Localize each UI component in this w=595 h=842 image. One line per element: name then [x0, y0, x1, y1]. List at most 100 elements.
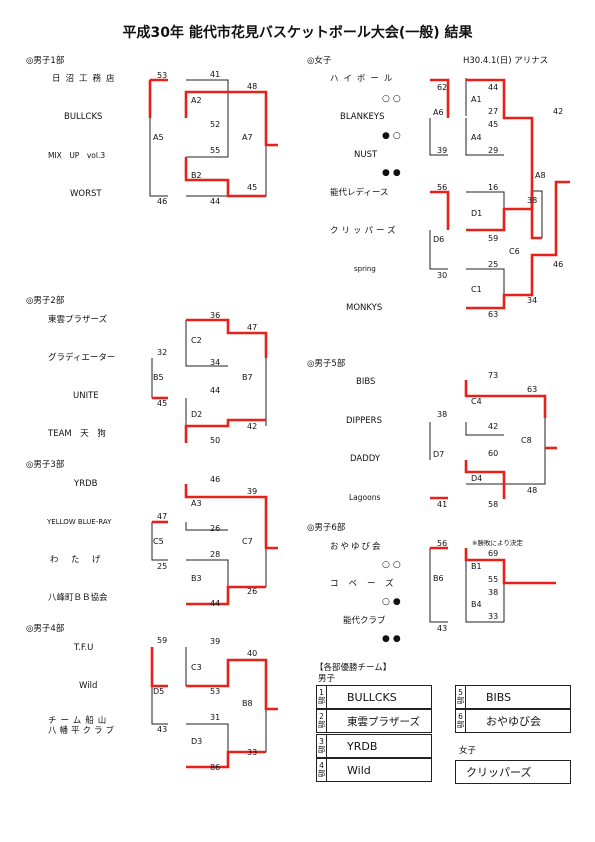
score: 27: [488, 107, 499, 116]
game-label: A3: [191, 499, 202, 508]
score: 47: [247, 323, 258, 332]
team-name: DADDY: [350, 454, 381, 464]
team-name: 八幡平クラブ: [48, 726, 118, 736]
game-label: A2: [191, 96, 202, 105]
game-label: B7: [242, 373, 253, 382]
section-men-3: ◎男子3部: [26, 460, 65, 470]
score: 55: [210, 146, 221, 155]
winner-team: YRDB: [347, 739, 378, 753]
score: 53: [157, 71, 168, 80]
bracket-line: [429, 118, 448, 156]
game-label: C3: [191, 663, 202, 672]
winner-line: [504, 394, 547, 418]
result-marks: ○●: [382, 597, 404, 607]
winner-team: 東雲プラザーズ: [347, 715, 420, 728]
score: 56: [437, 183, 448, 192]
bracket-line: [186, 79, 229, 118]
game-label: A6: [433, 108, 444, 117]
score: 16: [488, 183, 499, 192]
team-name: MONKYS: [346, 303, 383, 313]
score: 63: [527, 385, 538, 394]
score: 42: [247, 422, 258, 431]
bracket-line: [151, 522, 168, 561]
game-label: D7: [433, 450, 445, 459]
score: 52: [210, 120, 221, 129]
team-name: ハイボール: [330, 74, 398, 84]
winner-team: BIBS: [486, 690, 512, 704]
section-women: ◎女子: [307, 56, 332, 66]
game-label: A4: [471, 133, 482, 142]
game-label: B1: [471, 562, 482, 571]
division-number: 6: [458, 712, 463, 722]
game-label: D1: [471, 209, 483, 218]
score: 41: [437, 500, 448, 509]
game-label: C1: [471, 285, 482, 294]
score: 48: [247, 82, 258, 91]
score: 45: [247, 183, 258, 192]
team-name: DIPPERS: [346, 416, 382, 426]
game-label: C5: [153, 537, 164, 546]
score: 31: [210, 713, 221, 722]
team-name: 能代レディース: [330, 188, 389, 198]
division-number: 2: [319, 712, 324, 722]
score: 62: [437, 83, 448, 92]
division-suffix: 部: [317, 769, 326, 778]
bracket-line: [185, 522, 228, 531]
team-name: spring: [354, 265, 376, 273]
decision-note: ※勝敗により決定: [472, 539, 523, 547]
division-suffix: 部: [456, 696, 465, 705]
winner-line: [466, 78, 542, 240]
game-label: A7: [242, 133, 253, 142]
result-marks: ●○: [382, 131, 404, 141]
winners-women-label: 女子: [459, 746, 477, 756]
winner-row-women: クリッパーズ: [455, 760, 571, 784]
score: 50: [210, 436, 221, 445]
winner-line: [430, 190, 450, 230]
game-label: D5: [153, 687, 165, 696]
section-men-5: ◎男子5部: [307, 359, 346, 369]
score: 25: [157, 562, 168, 571]
division-number: 1: [319, 688, 324, 698]
game-label: A8: [535, 171, 546, 180]
winners-title: 【各部優勝チーム】: [315, 663, 392, 673]
division-number: 5: [458, 688, 463, 698]
winner-line: [184, 90, 228, 118]
score: 33: [488, 612, 499, 621]
game-label: B3: [191, 574, 202, 583]
team-name: クリッパーズ: [330, 226, 399, 236]
score: 56: [437, 539, 448, 548]
team-name: BIBS: [356, 377, 376, 387]
score: 63: [488, 310, 499, 319]
result-marks: ●●: [382, 168, 404, 178]
team-name: YELLOW BLUE-RAY: [47, 518, 112, 526]
date-venue: H30.4.1(日) アリナス: [463, 56, 549, 66]
team-name: チーム船山: [48, 716, 111, 726]
team-name: 八峰町ＢＢ協会: [48, 593, 108, 603]
team-name: 能代クラブ: [343, 616, 386, 626]
result-marks: ○○: [382, 94, 404, 104]
page-title: 平成30年 能代市花見バスケットボール大会(一般) 結果: [122, 25, 473, 41]
game-label: C8: [521, 436, 532, 445]
winner-team: クリッパーズ: [466, 766, 532, 779]
bracket-line: [186, 118, 229, 158]
score: 44: [210, 599, 221, 608]
score: 42: [488, 422, 499, 431]
score: 25: [488, 260, 499, 269]
winner-line: [184, 484, 278, 550]
section-men-4: ◎男子4部: [26, 624, 65, 634]
division-suffix: 部: [317, 720, 326, 729]
score: 38: [488, 588, 499, 597]
score: 55: [488, 575, 499, 584]
section-men-1: ◎男子1部: [26, 56, 65, 66]
score: 46: [210, 475, 221, 484]
game-label: D6: [433, 235, 445, 244]
score: 29: [488, 146, 499, 155]
section-men-6: ◎男子6部: [307, 523, 346, 533]
bracket-line: [465, 422, 504, 436]
team-name: おやゆび会: [330, 542, 383, 552]
score: 30: [437, 271, 448, 280]
team-name: 東雲プラザーズ: [48, 315, 108, 325]
